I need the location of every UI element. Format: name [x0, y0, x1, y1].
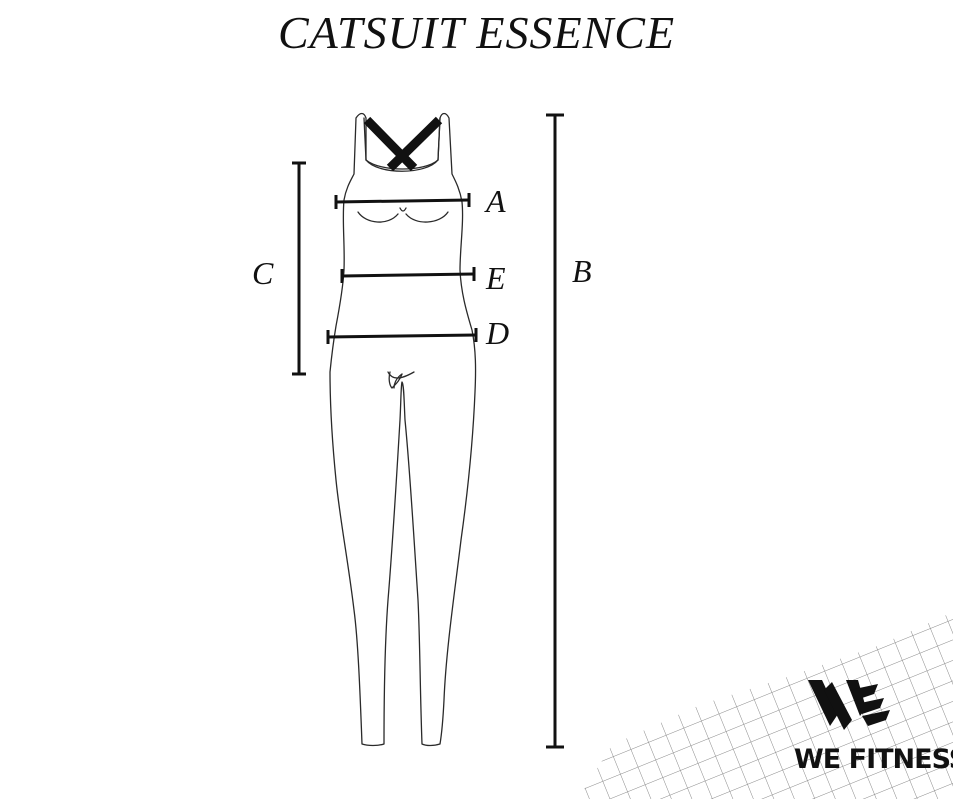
measure-line-a — [334, 193, 471, 209]
label-c: C — [252, 255, 274, 291]
label-d: D — [485, 315, 509, 351]
label-e: E — [485, 260, 506, 296]
measure-line-e — [340, 267, 476, 283]
page-title: CATSUIT ESSENCE — [277, 7, 676, 58]
label-b: B — [572, 253, 592, 289]
grid-decoration — [578, 612, 953, 799]
measure-line-d — [326, 328, 478, 344]
measure-line-c — [292, 161, 306, 376]
brand-name: WE FITNESS — [794, 744, 953, 775]
we-monogram-icon — [808, 680, 890, 730]
label-a: A — [484, 183, 506, 219]
measure-line-b — [546, 113, 564, 749]
body-outline — [329, 112, 477, 747]
cross-straps — [363, 116, 443, 172]
